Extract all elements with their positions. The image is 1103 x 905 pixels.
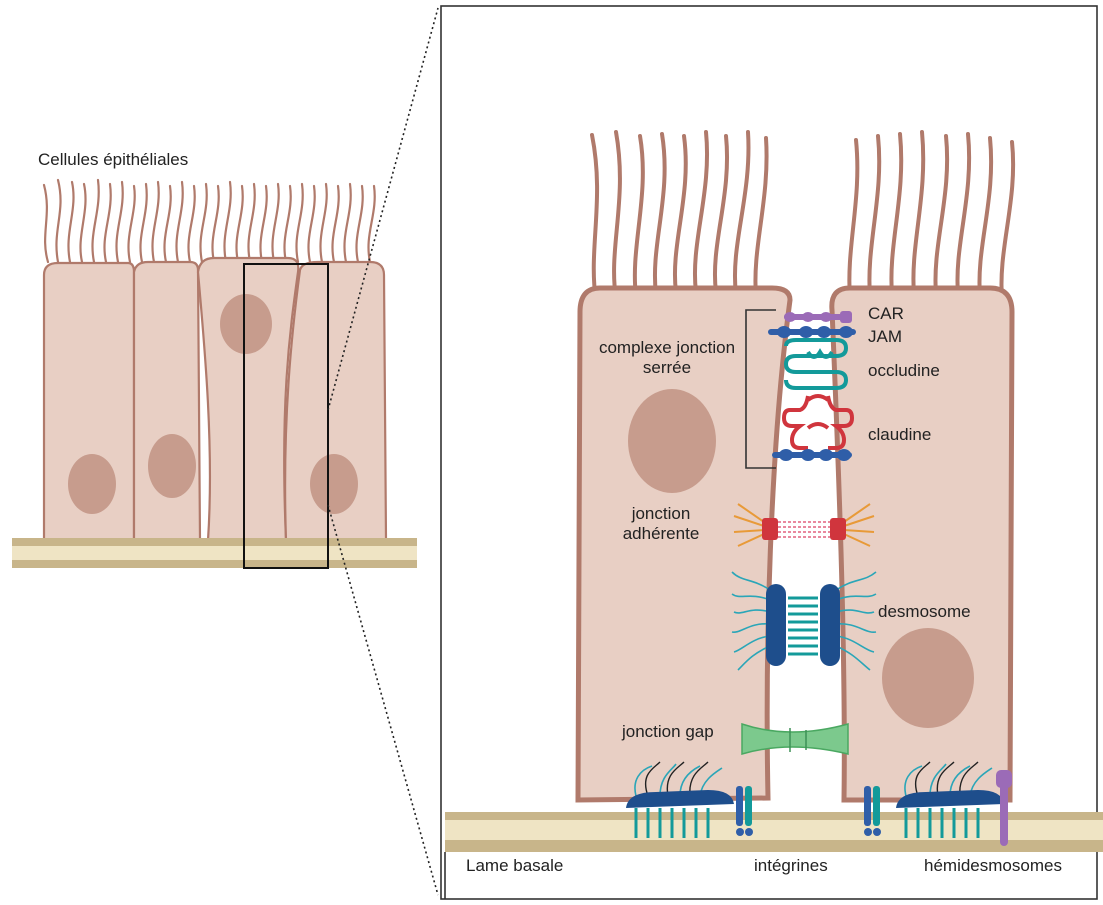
tight-junction-complex-label: complexe jonction serrée xyxy=(592,338,742,378)
car-protein xyxy=(784,311,852,323)
overview-nucleus xyxy=(68,454,116,514)
overview-title: Cellules épithéliales xyxy=(38,150,188,170)
hemidesmosomes-label: hémidesmosomes xyxy=(924,856,1062,876)
jam-protein xyxy=(768,326,856,338)
overview-nucleus xyxy=(220,294,272,354)
zoom-microvilli xyxy=(592,132,1013,300)
overview-nucleus xyxy=(148,434,196,498)
desmosome-label: desmosome xyxy=(878,602,971,622)
jam-protein-lower xyxy=(772,449,852,461)
claudin-label: claudine xyxy=(868,425,931,445)
overview-cilia xyxy=(44,180,375,262)
overview-nucleus xyxy=(310,454,358,514)
zoom-nucleus-right xyxy=(882,628,974,728)
car-label: CAR xyxy=(868,304,904,324)
occludin-label: occludine xyxy=(868,361,940,381)
overview-cell-2 xyxy=(134,262,200,540)
adherens-junction-label: jonction adhérente xyxy=(606,504,716,544)
gap-junction-label: jonction gap xyxy=(622,722,714,742)
integrins-label: intégrines xyxy=(754,856,828,876)
zoom-nucleus-left xyxy=(628,389,716,493)
basal-lamina-label: Lame basale xyxy=(466,856,563,876)
gap-junction xyxy=(742,724,848,754)
overview-basal-lamina xyxy=(12,538,417,568)
jam-label: JAM xyxy=(868,327,902,347)
